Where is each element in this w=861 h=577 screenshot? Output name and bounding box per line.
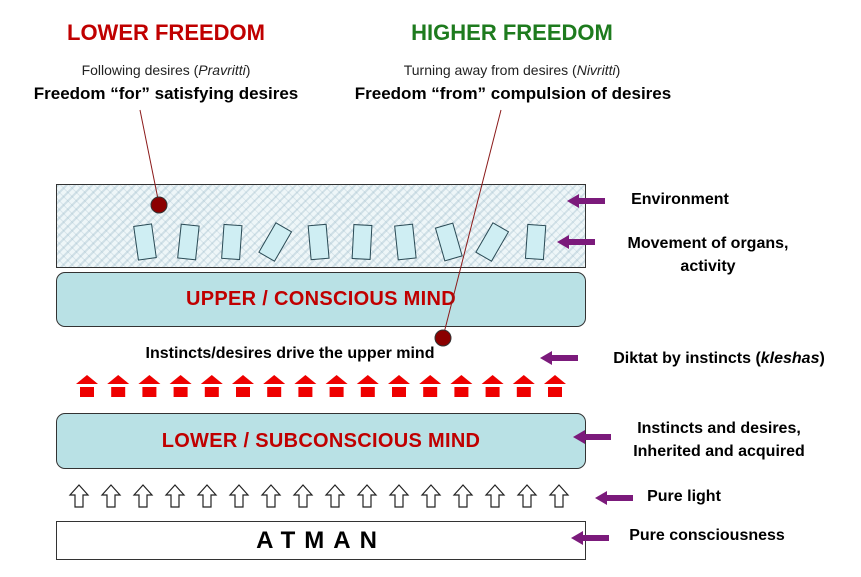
pure-light-label: Pure light — [647, 488, 721, 505]
instinct-arrow — [388, 375, 410, 397]
light-arrows — [68, 484, 570, 508]
instinct-arrow — [107, 375, 130, 397]
lower-freedom-leader-line — [139, 109, 160, 205]
pointer-arrow-icon — [540, 351, 578, 365]
lower-mind-box: LOWER / SUBCONSCIOUS MIND — [56, 413, 586, 469]
environment-label: Environment — [631, 191, 729, 208]
upper-mind-box: UPPER / CONSCIOUS MIND — [56, 272, 586, 327]
instinct-arrow — [450, 375, 473, 397]
pointer-arrows — [540, 194, 633, 545]
instinct-arrow — [169, 375, 192, 397]
organ-shape — [177, 223, 200, 261]
light-arrow — [132, 484, 154, 508]
light-arrow — [516, 484, 538, 508]
higher-freedom-subtitle: Turning away from desires (Nivritti) — [403, 62, 621, 78]
pointer-arrow-icon — [573, 430, 611, 444]
instinct-arrow — [200, 375, 223, 397]
organ-shape — [394, 223, 417, 261]
instinct-arrow — [512, 375, 535, 397]
higher-freedom-dot — [434, 329, 452, 347]
instinct-arrows — [76, 375, 566, 397]
upper-mind-label: UPPER / CONSCIOUS MIND — [186, 288, 456, 310]
light-arrow — [68, 484, 90, 508]
lower-freedom-subtitle: Following desires (Pravritti) — [81, 62, 251, 78]
organ-shape — [221, 223, 243, 261]
atman-label: ATMAN — [256, 526, 386, 554]
leader-lines — [139, 109, 502, 347]
organ-shape — [434, 222, 463, 262]
instinct-arrow — [325, 375, 348, 397]
higher-freedom-leader-line — [442, 109, 502, 338]
organ-shape — [351, 224, 373, 260]
lower-freedom-description: Freedom “for” satisfying desires — [33, 84, 299, 103]
organ-shape — [475, 222, 510, 262]
instincts-drive-text: Instincts/desires drive the upper mind — [145, 345, 435, 362]
instinct-arrow — [263, 375, 286, 397]
light-arrow — [484, 484, 506, 508]
light-arrow — [100, 484, 122, 508]
lower-freedom-dot — [150, 196, 168, 214]
light-arrow — [164, 484, 186, 508]
higher-freedom-description: Freedom “from” compulsion of desires — [354, 84, 672, 103]
organ-shapes — [133, 222, 547, 262]
instinct-arrow — [481, 375, 504, 397]
instinct-arrow — [232, 375, 254, 397]
light-arrow — [260, 484, 282, 508]
instinct-arrow — [294, 375, 317, 397]
pointer-arrow-icon — [557, 235, 595, 249]
light-arrow — [388, 484, 410, 508]
instinct-arrow — [419, 375, 442, 397]
instincts-label: Instincts and desires,Inherited and acqu… — [633, 420, 805, 460]
lower-mind-label: LOWER / SUBCONSCIOUS MIND — [161, 429, 481, 452]
instinct-arrow — [76, 375, 98, 397]
light-arrow — [292, 484, 314, 508]
lower-freedom-heading: LOWER FREEDOM — [67, 20, 265, 45]
organ-shape — [258, 222, 293, 262]
pointer-arrow-icon — [571, 531, 609, 545]
light-arrow — [228, 484, 250, 508]
light-arrow — [356, 484, 378, 508]
higher-freedom-heading: HIGHER FREEDOM — [411, 20, 613, 45]
light-arrow — [196, 484, 218, 508]
movement-label: Movement of organs,activity — [627, 235, 789, 275]
atman-box: ATMAN — [56, 521, 586, 560]
organ-shape — [524, 223, 547, 261]
instinct-arrow — [544, 375, 566, 397]
organ-shape — [133, 223, 157, 261]
pointer-arrow-icon — [567, 194, 605, 208]
light-arrow — [420, 484, 442, 508]
pure-consciousness-label: Pure consciousness — [629, 527, 785, 544]
instinct-arrow — [356, 375, 379, 397]
instinct-arrow — [138, 375, 161, 397]
diktat-label: Diktat by instincts (kleshas) — [613, 350, 825, 367]
light-arrow — [548, 484, 570, 508]
pointer-arrow-icon — [595, 491, 633, 505]
light-arrow — [452, 484, 474, 508]
light-arrow — [324, 484, 346, 508]
organ-shape — [307, 223, 330, 261]
